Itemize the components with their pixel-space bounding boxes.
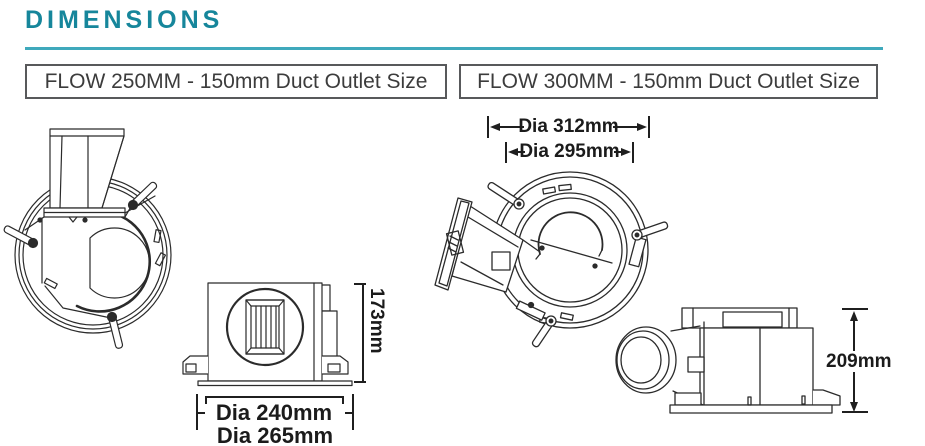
fan250-side-view-drawing [182,282,353,387]
flow250-header-label: FLOW 250MM - 150mm Duct Outlet Size [44,69,428,93]
flow300-header-label: FLOW 300MM - 150mm Duct Outlet Size [477,69,860,93]
flow300-header-box: FLOW 300MM - 150mm Duct Outlet Size [459,64,878,99]
page-title: DIMENSIONS [25,6,224,34]
height-300-label: 209mm [826,351,892,372]
fan300-side-view-drawing [615,307,841,414]
flow250-header-box: FLOW 250MM - 150mm Duct Outlet Size [25,64,447,99]
dia-265-label: Dia 265mm [216,423,334,446]
dia-312-label: Dia 312mm [518,116,619,137]
dia-295-label: Dia 295mm [519,141,620,162]
dia-240-label: Dia 240mm [215,400,333,425]
fan250-top-view-drawing [3,128,172,349]
height-250-label: 173mm [365,288,387,354]
fan300-top-view-drawing [434,171,669,348]
title-rule [25,47,883,50]
